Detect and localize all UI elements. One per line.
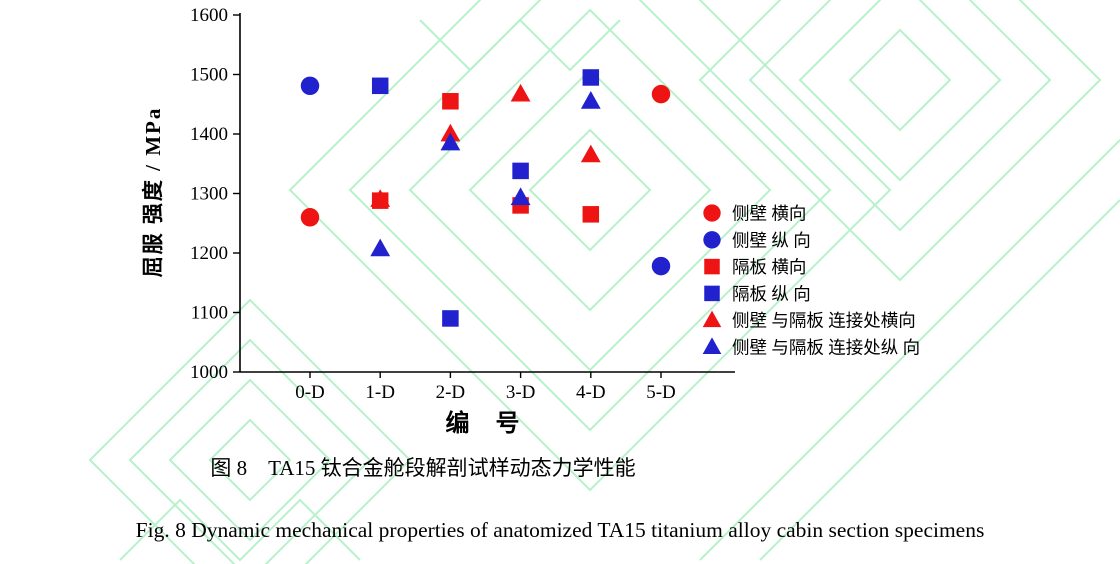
legend-label: 隔板 纵 向 (732, 284, 811, 304)
figure-caption-en: Fig. 8 Dynamic mechanical properties of … (135, 518, 985, 542)
x-tick-label: 3-D (506, 382, 536, 403)
y-tick-label: 1500 (190, 65, 228, 86)
data-point-square (371, 77, 389, 95)
legend-marker-square (704, 258, 720, 275)
data-point-triangle (580, 91, 601, 109)
y-tick-label: 1300 (190, 184, 228, 205)
data-point-triangle (370, 189, 391, 207)
x-tick-label: 5-D (646, 382, 676, 403)
y-tick-label: 1600 (190, 5, 228, 26)
x-tick-label: 4-D (576, 382, 606, 403)
data-point-circle (651, 84, 671, 104)
legend-label: 侧壁 与隔板 连接处纵 向 (732, 338, 920, 358)
legend-label: 侧壁 纵 向 (732, 230, 811, 250)
figure-caption-cn: 图 8 TA15 钛合金舱段解剖试样动态力学性能 (210, 456, 636, 480)
legend-label: 隔板 横向 (732, 257, 806, 277)
data-point-square (512, 162, 529, 180)
y-tick-label: 1000 (190, 362, 228, 383)
legend-marker-square (704, 285, 720, 302)
y-axis-title: 屈服 强度 / MPa (141, 106, 165, 278)
legend-marker-triangle (702, 310, 722, 328)
data-point-circle (651, 256, 671, 276)
data-point-triangle (440, 132, 461, 151)
data-point-square (442, 93, 459, 110)
y-tick-label: 1200 (190, 243, 228, 264)
data-point-triangle (510, 187, 531, 206)
legend-marker-circle (703, 231, 721, 249)
scatter-chart: 1000 1100 1200 1300 1400 1500 1600 0-D 1-D 2-D 3-D… (190, 5, 920, 403)
data-point-triangle (510, 83, 531, 102)
x-tick-label: 2-D (436, 382, 466, 403)
data-point-triangle (440, 123, 461, 142)
legend-label: 侧壁 与隔板 连接处横向 (732, 311, 916, 331)
data-point-triangle (580, 144, 601, 163)
legend-label: 侧壁 横向 (732, 204, 806, 224)
data-point-square (582, 206, 600, 223)
x-axis-title: 编 号 (445, 411, 530, 437)
y-tick-label: 1400 (190, 124, 228, 145)
y-tick-label: 1100 (191, 303, 228, 324)
legend-marker-triangle (702, 337, 722, 354)
legend-marker-circle (703, 204, 721, 222)
data-point-square (582, 69, 600, 86)
data-point-circle (300, 208, 320, 227)
data-point-square (442, 310, 459, 327)
data-point-triangle (370, 238, 391, 257)
data-point-circle (300, 76, 320, 96)
x-tick-label: 0-D (295, 382, 325, 403)
x-tick-label: 1-D (365, 382, 395, 403)
